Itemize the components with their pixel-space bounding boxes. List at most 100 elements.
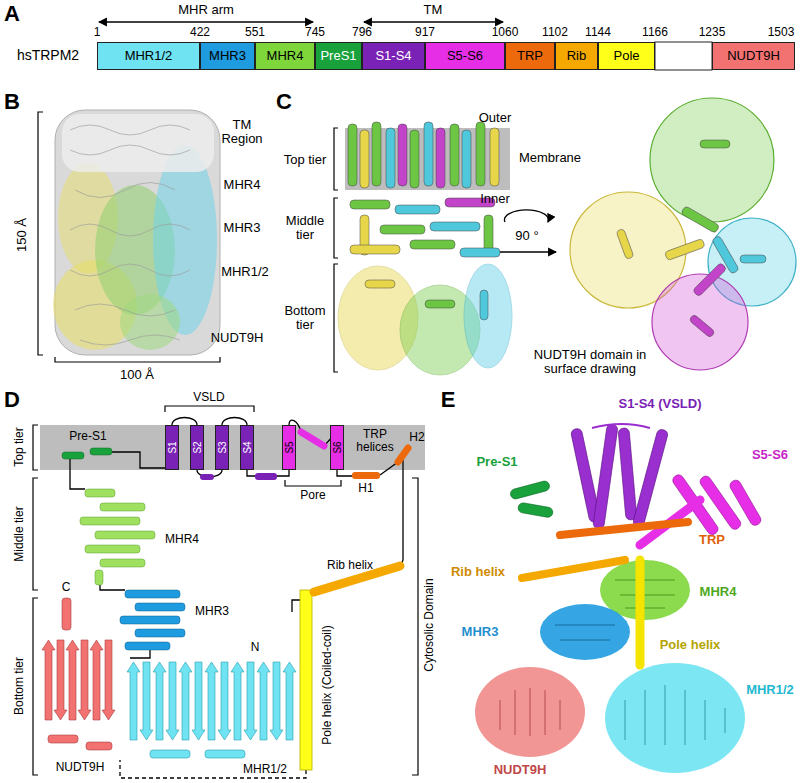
residue-number: 1060 bbox=[492, 26, 519, 39]
dimension-bracket bbox=[38, 112, 43, 355]
panel-letter: A bbox=[4, 2, 20, 26]
tier-bracket bbox=[33, 425, 38, 470]
region-label: Pole helix (Coiled-coil) bbox=[321, 625, 334, 744]
residue-number: 422 bbox=[190, 26, 210, 39]
top-view-surface bbox=[692, 262, 727, 297]
mhr-cartoon bbox=[615, 580, 675, 608]
topology-loop bbox=[70, 459, 85, 489]
domain-box: MHR4 bbox=[255, 42, 315, 70]
cartoon-helices bbox=[350, 245, 400, 254]
vsld-cartoon bbox=[618, 428, 637, 521]
domain-box: MHR3 bbox=[200, 42, 255, 70]
membrane-label: Inner bbox=[480, 192, 510, 206]
nudt9h-surface bbox=[480, 290, 488, 320]
tier-bracket bbox=[334, 198, 338, 258]
nudt9h-strands bbox=[42, 640, 115, 720]
span-arrow bbox=[99, 21, 503, 22]
residue-number: 1 bbox=[94, 26, 101, 39]
mhr12-strands bbox=[127, 662, 296, 740]
mhr12-helices bbox=[150, 750, 190, 758]
pre-s1-cartoon bbox=[509, 480, 553, 518]
cartoon-helices bbox=[348, 124, 357, 186]
node-label: S5-S6 bbox=[447, 49, 483, 63]
cartoon-helices bbox=[460, 248, 500, 257]
domain-box: Rib bbox=[555, 42, 598, 70]
top-view-surface bbox=[570, 98, 796, 370]
density-map bbox=[53, 110, 220, 355]
region-label: NUDT9H bbox=[211, 331, 264, 345]
trp-cartoon bbox=[560, 522, 688, 535]
node-label: S1 bbox=[167, 441, 178, 453]
mhr4-helices bbox=[100, 559, 145, 567]
mhr3-helices bbox=[125, 590, 180, 598]
cartoon-helices bbox=[462, 130, 471, 188]
top-view-surface bbox=[616, 229, 634, 260]
span-label: TM bbox=[424, 3, 443, 17]
mhr-cartoon bbox=[475, 667, 585, 757]
vsld-cartoon bbox=[570, 424, 668, 530]
node-label: S2 bbox=[192, 441, 203, 453]
topology-loop bbox=[70, 418, 403, 779]
cartoon-helices bbox=[430, 222, 480, 231]
mhr4-helices bbox=[85, 545, 140, 553]
terminus-label: N bbox=[251, 641, 260, 654]
structure-label: S5-S6 bbox=[752, 448, 788, 462]
region-label: Rib helix bbox=[327, 559, 373, 572]
mhr-cartoon bbox=[500, 688, 560, 736]
region-label: TM Region bbox=[216, 118, 268, 147]
cartoon-helices bbox=[398, 124, 407, 186]
dimension-label: 100 Å bbox=[120, 368, 154, 382]
node-label: MHR3 bbox=[209, 49, 246, 63]
vsld-cartoon bbox=[632, 428, 669, 527]
mhr4-helices bbox=[80, 489, 155, 585]
residue-number: 745 bbox=[305, 26, 325, 39]
residue-number: 1503 bbox=[768, 26, 795, 39]
membrane-label: Outer bbox=[479, 111, 512, 125]
node-label: S6 bbox=[332, 441, 343, 453]
cartoon-helices bbox=[410, 240, 455, 249]
pole-cartoon bbox=[636, 560, 645, 665]
region-label: H1 bbox=[358, 482, 373, 495]
cartoon-helices bbox=[360, 130, 369, 188]
nudt9h-surface bbox=[464, 264, 512, 368]
cartoon-helices bbox=[386, 128, 395, 188]
linker-helix bbox=[200, 473, 277, 480]
mhr3-helices bbox=[120, 616, 180, 624]
nudt9h-helices bbox=[62, 598, 71, 630]
residue-number: 917 bbox=[415, 26, 435, 39]
nudt9h-surface bbox=[338, 264, 512, 375]
vsld-cartoon bbox=[593, 424, 619, 530]
rotation-label: 90 ° bbox=[515, 229, 538, 243]
terminus-label: C bbox=[62, 581, 71, 594]
note-label: NUDT9H domain in surface drawing bbox=[523, 348, 658, 377]
region-label: Pre-S1 bbox=[69, 430, 106, 443]
top-view-surface bbox=[700, 140, 730, 148]
mhr12-helices bbox=[150, 750, 245, 758]
density-map bbox=[70, 125, 190, 345]
pre-s1-helix bbox=[62, 452, 84, 459]
cartoon-helices bbox=[350, 200, 390, 209]
region-label: VSLD bbox=[193, 391, 224, 404]
cartoon-helices bbox=[410, 130, 419, 188]
domain-box: NUDT9H bbox=[712, 42, 795, 70]
tier-label: Bottom tier bbox=[280, 304, 330, 333]
panel-letter: B bbox=[4, 90, 20, 114]
cartoon-helices bbox=[476, 122, 485, 186]
node-label: Rib bbox=[567, 49, 587, 63]
domain-box: S1-S4 bbox=[362, 42, 425, 70]
node-label: Pole bbox=[613, 49, 639, 63]
cartoon-helices bbox=[490, 128, 499, 186]
mhr-cartoon bbox=[500, 580, 725, 745]
pre-s1-cartoon bbox=[517, 502, 553, 518]
region-label: TRP helices bbox=[353, 428, 397, 454]
domain-label: Cytosolic Domain bbox=[423, 578, 436, 671]
tier-bracket bbox=[33, 406, 418, 775]
top-view-surface bbox=[650, 98, 774, 222]
dimension-bracket bbox=[38, 112, 220, 362]
topology-loop bbox=[120, 760, 306, 778]
mhr4-helices bbox=[80, 517, 140, 525]
topology-loop bbox=[400, 458, 403, 568]
region-label: MHR1/2 bbox=[243, 763, 287, 776]
